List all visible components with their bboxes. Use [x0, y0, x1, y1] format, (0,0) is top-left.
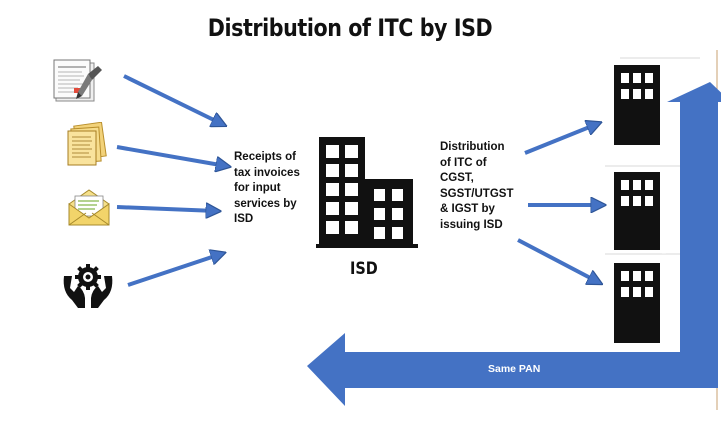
receipts-text: Receipts of tax invoices for input servi… [234, 150, 300, 228]
receipts-line: services by [234, 197, 297, 210]
distribution-line: of ITC of [440, 156, 487, 169]
unit-building-icon [614, 172, 660, 250]
hands-gear-service-icon [63, 264, 113, 308]
unit-building-icon [614, 65, 660, 145]
distribution-line: CGST, [440, 172, 474, 184]
input-arrow-1 [123, 74, 222, 124]
tax-invoice-form-icon [53, 59, 102, 102]
isd-label: ISD [350, 259, 378, 279]
receipts-line: ISD [234, 213, 254, 225]
distribution-line: issuing ISD [440, 218, 503, 231]
distribution-line: Distribution [440, 141, 505, 153]
unit-building-icon [614, 263, 660, 343]
input-arrow-3 [116, 207, 216, 211]
same-pan-feedback-arrow [307, 82, 721, 406]
output-arrow-3 [517, 238, 598, 282]
input-arrow-2 [116, 145, 226, 166]
open-envelope-icon [68, 189, 110, 226]
distribution-line: SGST/UTGST [440, 187, 514, 200]
receipts-line: tax invoices [234, 166, 300, 179]
same-pan-vertical-label: Same PAN [659, 232, 671, 285]
distribution-line: & IGST by [440, 203, 495, 215]
documents-stack-icon [67, 122, 107, 166]
distribution-text: Distribution of ITC of CGST, SGST/UTGST … [440, 140, 513, 233]
diagram-title: Distribution of ITC by ISD [207, 14, 493, 42]
same-pan-horizontal-label: Same PAN [488, 363, 541, 375]
isd-building-icon [316, 137, 418, 248]
receipts-line: Receipts of [234, 151, 296, 163]
input-arrow-4 [127, 254, 221, 287]
receipts-line: for input [234, 182, 281, 194]
output-arrow-1 [524, 124, 597, 155]
